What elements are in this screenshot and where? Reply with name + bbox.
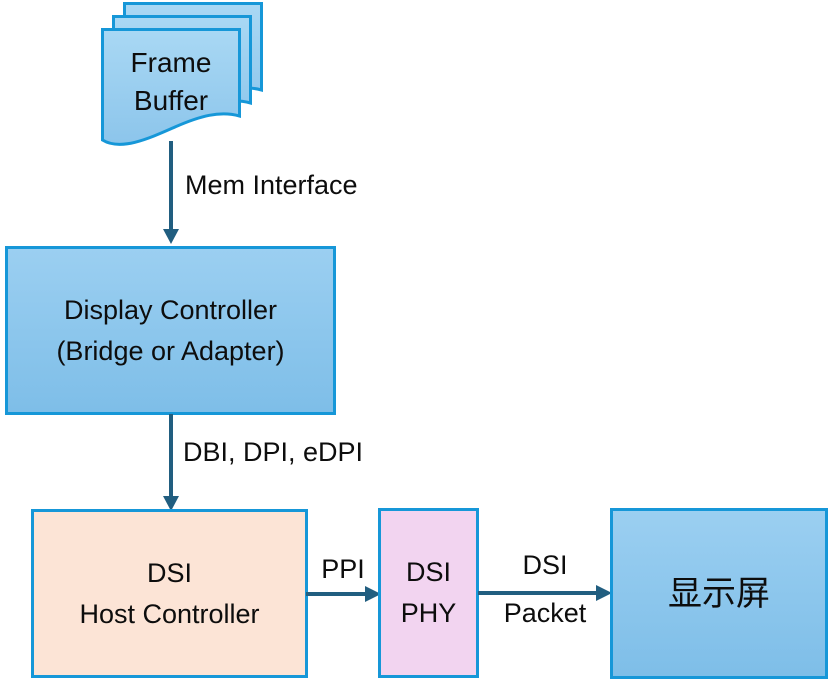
dsi-packet-arrow — [478, 585, 612, 601]
ppi-arrow — [306, 586, 381, 602]
ppi-label: PPI — [321, 554, 365, 584]
display-panel-node: 显示屏 — [610, 508, 828, 679]
dsi-phy-node: DSI PHY — [378, 508, 479, 678]
display-controller-node: Display Controller (Bridge or Adapter) — [5, 246, 336, 415]
dsi-phy-label-line1: DSI — [405, 557, 451, 587]
display-panel-label: 显示屏 — [668, 574, 770, 613]
dbi-dpi-edpi-arrow — [163, 414, 179, 511]
dsi-host-label-line2: Host Controller — [79, 598, 260, 629]
frame-buffer-label-line1: Frame — [130, 47, 212, 78]
dsi-host-label-line1: DSI — [146, 557, 192, 588]
mem-interface-label: Mem Interface — [185, 170, 358, 200]
frame-buffer-document-stack-icon — [101, 2, 263, 146]
dsi-host-controller-node: DSI Host Controller — [31, 509, 308, 678]
mem-interface-arrow — [163, 141, 179, 244]
dsi-phy-label-line2: PHY — [400, 598, 457, 628]
frame-buffer-node: Frame Buffer — [101, 44, 241, 120]
dbi-dpi-edpi-label: DBI, DPI, eDPI — [183, 437, 364, 467]
dsi-packet-label-line1: DSI — [522, 550, 568, 580]
display-controller-label-line2: (Bridge or Adapter) — [56, 335, 285, 366]
dsi-packet-label-line2: Packet — [503, 598, 587, 628]
frame-buffer-label-line2: Buffer — [133, 85, 209, 116]
display-controller-label-line1: Display Controller — [63, 294, 278, 325]
